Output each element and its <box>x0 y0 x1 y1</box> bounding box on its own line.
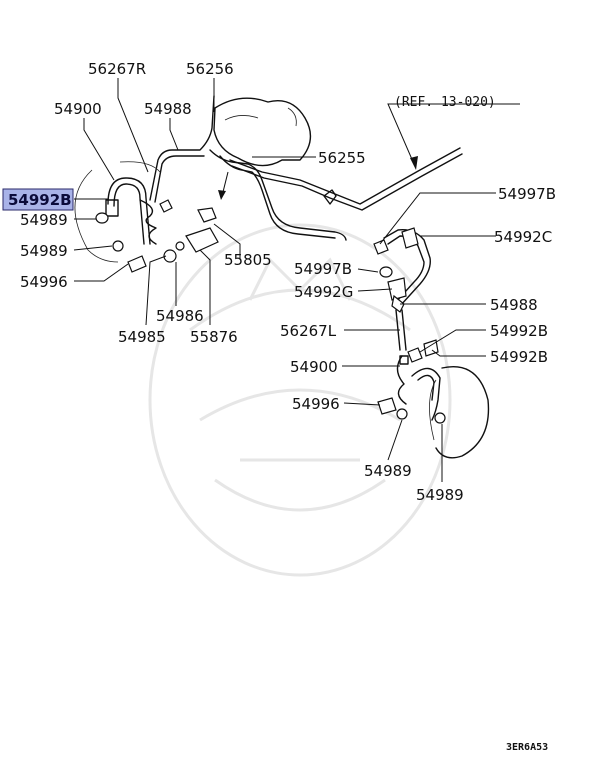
label-54997B-right[interactable]: 54997B <box>498 185 556 203</box>
ref-arrow <box>218 103 520 200</box>
right-bracket-parts <box>373 227 419 313</box>
label-56256[interactable]: 56256 <box>186 60 234 78</box>
label-54996-left[interactable]: 54996 <box>20 273 68 291</box>
label-54992C[interactable]: 54992C <box>494 228 552 246</box>
highlight-box <box>2 188 74 211</box>
label-54988-right[interactable]: 54988 <box>490 296 538 314</box>
label-54992B-right-2[interactable]: 54992B <box>490 348 548 366</box>
label-54996-right[interactable]: 54996 <box>292 395 340 413</box>
label-56267L[interactable]: 56267L <box>280 322 337 340</box>
label-54989-c[interactable]: 54989 <box>364 462 412 480</box>
label-55805[interactable]: 55805 <box>224 251 272 269</box>
drawing-code: 3ER6A53 <box>506 742 548 753</box>
label-54992B-highlighted[interactable]: 54992B <box>8 191 72 209</box>
left-small-parts <box>95 199 219 273</box>
label-54988-top[interactable]: 54988 <box>144 100 192 118</box>
left-brake-hose <box>74 161 161 263</box>
label-54986[interactable]: 54986 <box>156 307 204 325</box>
ref-label: (REF. 13-020) <box>394 95 496 110</box>
label-55876[interactable]: 55876 <box>190 328 238 346</box>
label-54985[interactable]: 54985 <box>118 328 166 346</box>
label-54992G[interactable]: 54992G <box>294 283 353 301</box>
right-small-parts <box>377 397 446 424</box>
master-cylinder-outline <box>213 97 312 167</box>
label-54997B-left[interactable]: 54997B <box>294 260 352 278</box>
label-54989-d[interactable]: 54989 <box>416 486 464 504</box>
leader-lines <box>73 78 496 482</box>
brake-disc <box>429 366 490 459</box>
part-labels: 56267R 56256 54900 54988 56255 54992B 54… <box>8 60 556 753</box>
right-brake-hose <box>396 339 441 421</box>
label-56255[interactable]: 56255 <box>318 149 366 167</box>
label-54989-b[interactable]: 54989 <box>20 242 68 260</box>
label-54900-top[interactable]: 54900 <box>54 100 102 118</box>
label-54989-a[interactable]: 54989 <box>20 211 68 229</box>
label-54992B-right-1[interactable]: 54992B <box>490 322 548 340</box>
brake-tubes <box>149 95 463 351</box>
label-54900-right[interactable]: 54900 <box>290 358 338 376</box>
label-56267R[interactable]: 56267R <box>88 60 146 78</box>
watermark-emblem <box>148 223 452 577</box>
